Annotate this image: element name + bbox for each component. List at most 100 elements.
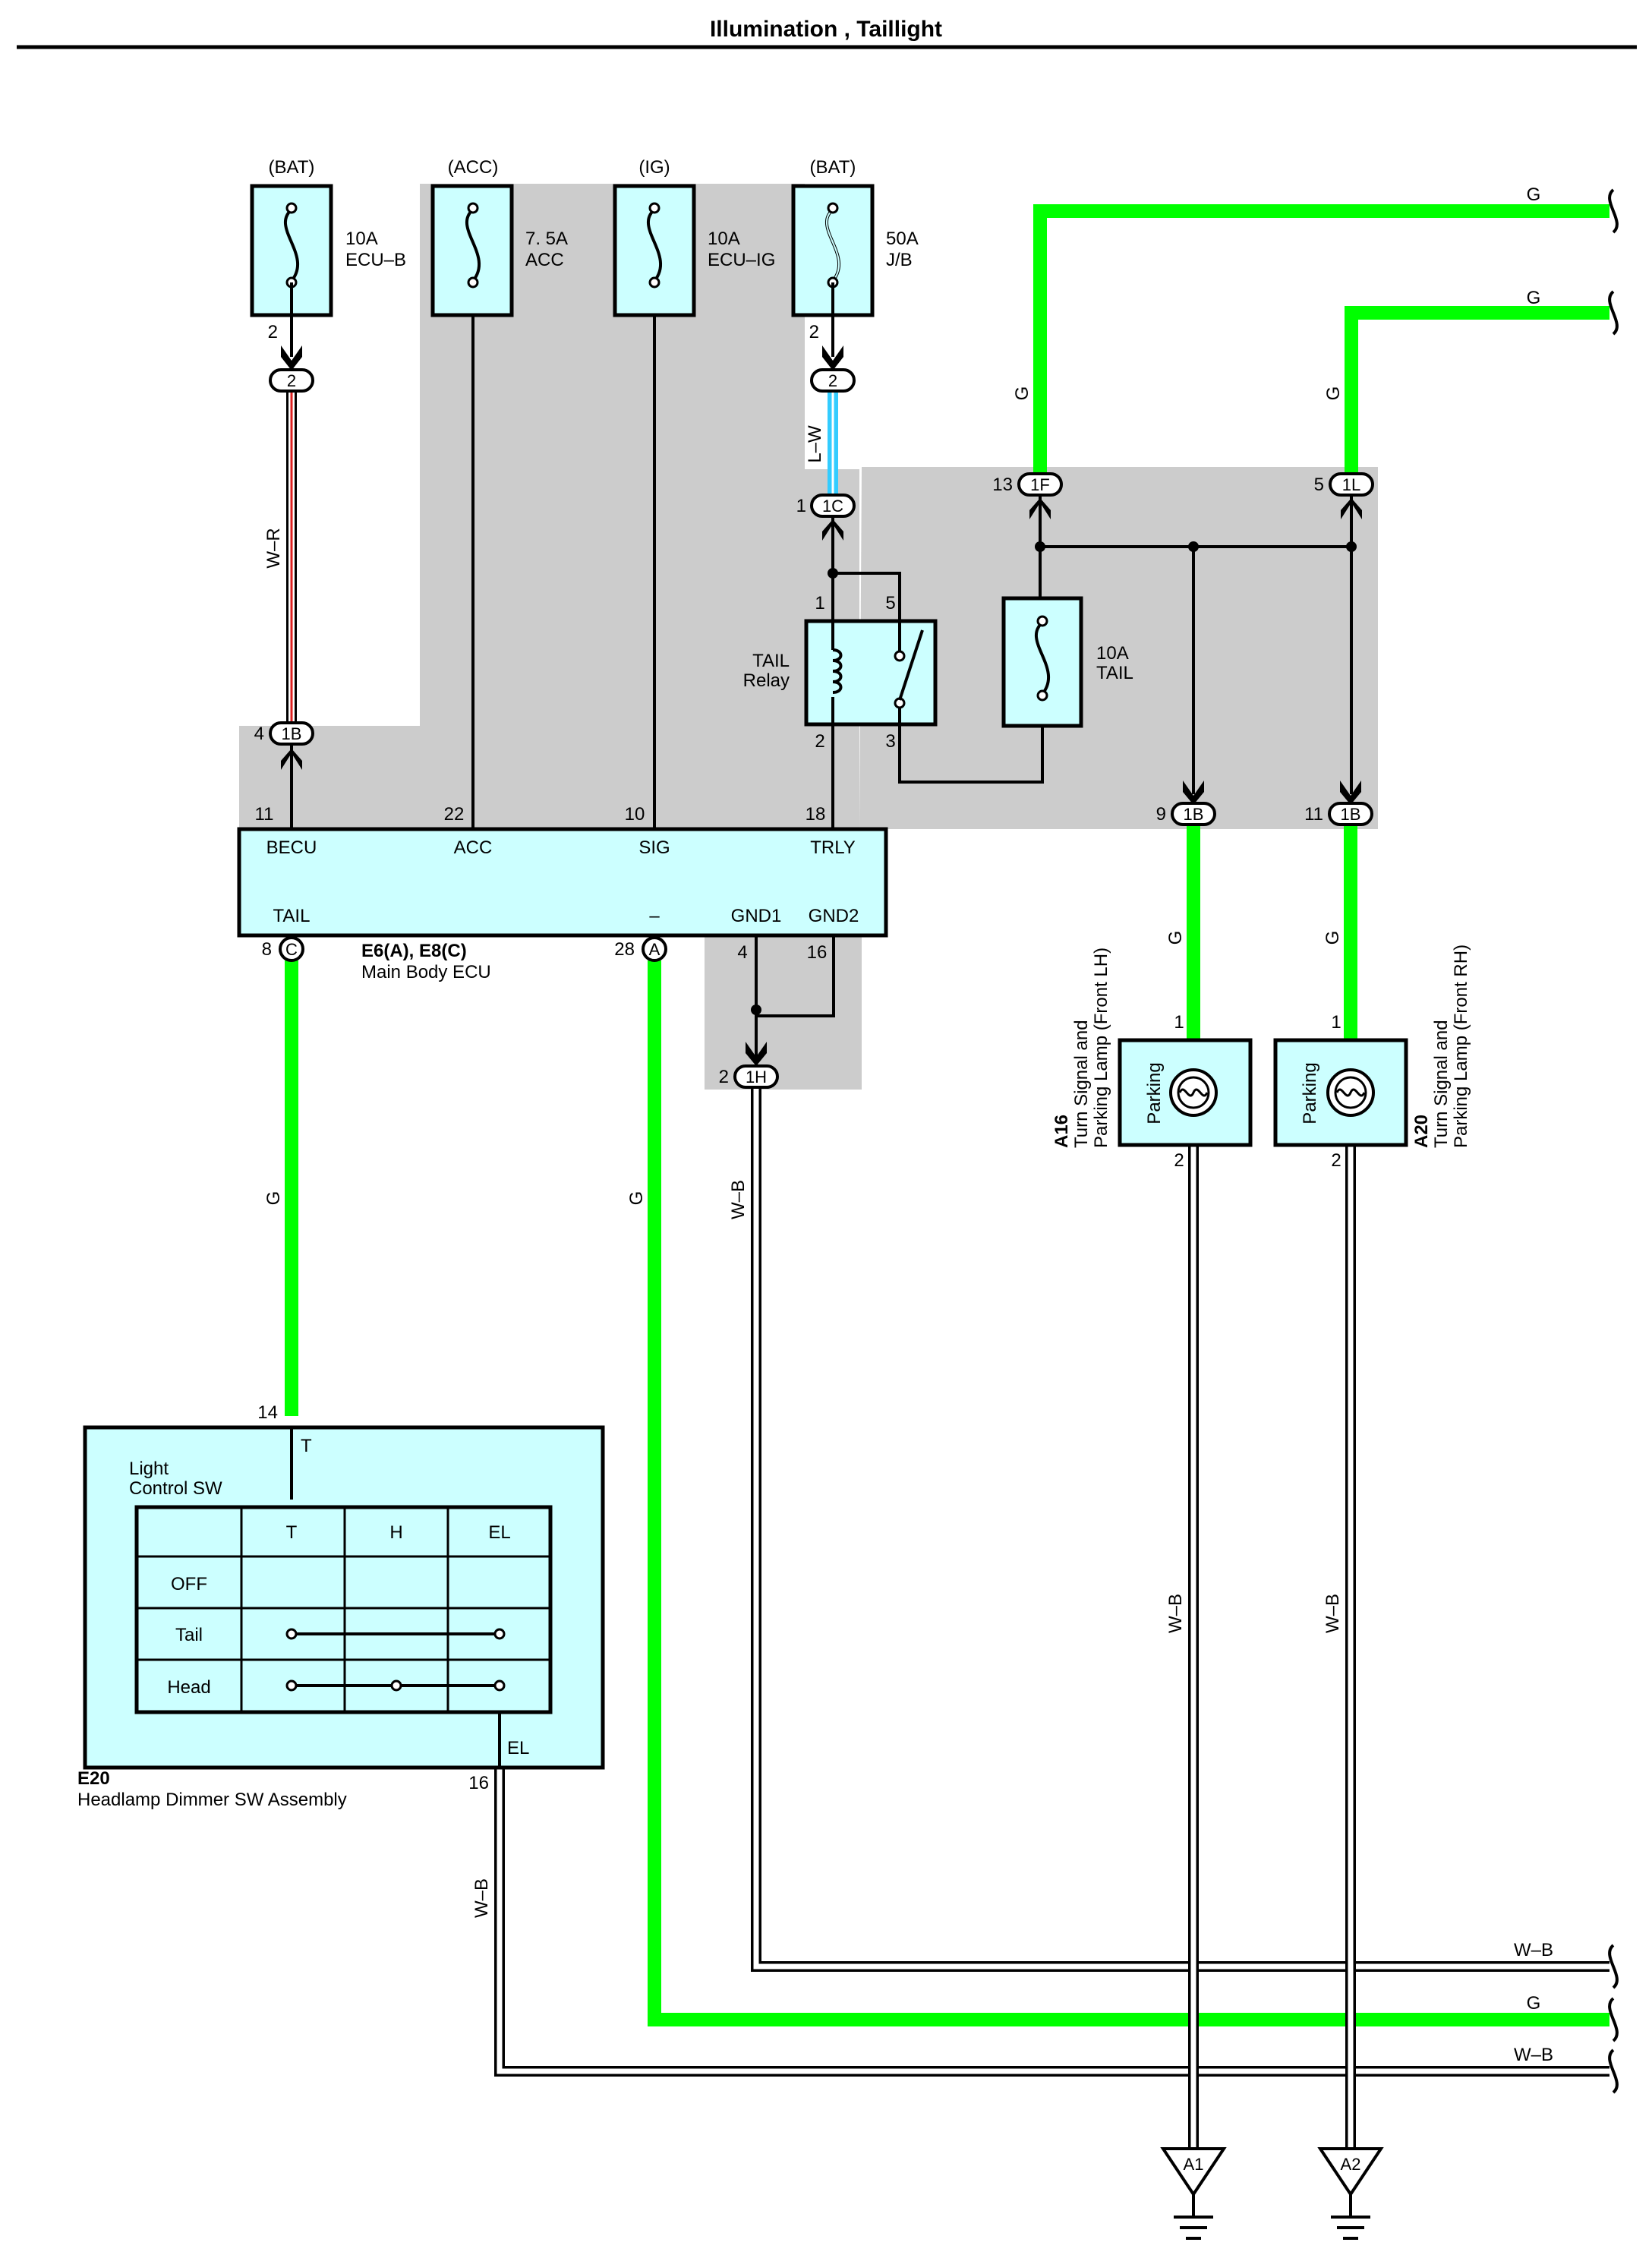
fuse-acc: (ACC) 7. 5A ACC bbox=[430, 157, 568, 317]
svg-text:W–B: W–B bbox=[1514, 1940, 1553, 1960]
fuse-pin: 2 bbox=[268, 322, 278, 342]
svg-text:A: A bbox=[649, 940, 660, 959]
continuation-marks bbox=[1608, 188, 1619, 2094]
svg-text:W–B: W–B bbox=[1323, 1594, 1343, 1633]
svg-text:18: 18 bbox=[806, 804, 826, 825]
svg-text:G: G bbox=[1323, 386, 1344, 401]
svg-text:W–R: W–R bbox=[263, 528, 284, 568]
svg-text:1: 1 bbox=[1331, 1012, 1341, 1033]
svg-text:2: 2 bbox=[828, 371, 837, 390]
lamp-label: Parking bbox=[1144, 1062, 1165, 1124]
connector-a: A 28 bbox=[614, 936, 667, 962]
fuse-rating: 50A bbox=[886, 229, 919, 249]
svg-text:G: G bbox=[1165, 931, 1186, 945]
ground-a2: A2 bbox=[1317, 2147, 1384, 2240]
svg-text:2: 2 bbox=[1331, 1150, 1341, 1171]
svg-text:GND2: GND2 bbox=[809, 906, 859, 926]
svg-text:1C: 1C bbox=[822, 497, 843, 516]
svg-text:G: G bbox=[1527, 184, 1541, 205]
lamp-label: Parking bbox=[1300, 1062, 1320, 1124]
fuse-name: ACC bbox=[525, 250, 564, 270]
relay-name: Relay bbox=[743, 670, 790, 691]
fuse-pin: 2 bbox=[809, 322, 819, 342]
fuse-source: (BAT) bbox=[810, 157, 856, 178]
fuse-rating: 7. 5A bbox=[525, 229, 568, 249]
connector-1b-lh: 1B 9 bbox=[1156, 781, 1216, 826]
svg-text:–: – bbox=[649, 906, 660, 926]
connector-1l: 1L 5 bbox=[1314, 472, 1374, 519]
svg-text:1F: 1F bbox=[1030, 475, 1050, 494]
lamp-name: Turn Signal and bbox=[1431, 1020, 1452, 1148]
svg-text:5: 5 bbox=[1314, 475, 1324, 495]
fuse-name: ECU–IG bbox=[708, 250, 775, 270]
connector-1c: 1C 1 bbox=[796, 494, 856, 541]
connector-1f: 1F 13 bbox=[992, 472, 1063, 519]
fuse-ecu-ig: (IG) 10A ECU–IG bbox=[613, 157, 775, 317]
svg-text:13: 13 bbox=[992, 475, 1013, 495]
ecu-code: E6(A), E8(C) bbox=[361, 941, 467, 961]
svg-text:G: G bbox=[263, 1191, 284, 1206]
fuse-name: TAIL bbox=[1096, 663, 1133, 683]
svg-text:10: 10 bbox=[625, 804, 645, 825]
lamp-front-rh: Parking 1 2 A20 Turn Signal and Parking … bbox=[1273, 945, 1471, 1171]
svg-text:4: 4 bbox=[254, 724, 264, 744]
svg-text:TRLY: TRLY bbox=[810, 837, 856, 858]
fuse-rating: 10A bbox=[708, 229, 740, 249]
svg-text:Control SW: Control SW bbox=[129, 1478, 222, 1499]
lamp-name: Parking Lamp (Front LH) bbox=[1091, 948, 1111, 1148]
green-wires bbox=[285, 204, 1609, 2026]
fuse-name: J/B bbox=[886, 250, 913, 270]
svg-text:16: 16 bbox=[468, 1773, 489, 1793]
svg-text:W–B: W–B bbox=[471, 1878, 492, 1918]
wire-labels: W–R L–W G G G G G G G G W–B W–B W–B W–B … bbox=[263, 184, 1553, 2065]
svg-text:1B: 1B bbox=[282, 724, 302, 743]
svg-text:1: 1 bbox=[815, 593, 824, 613]
svg-text:Head: Head bbox=[167, 1677, 210, 1698]
connector-2-left: 2 bbox=[269, 345, 314, 393]
svg-text:TAIL: TAIL bbox=[273, 906, 311, 926]
svg-text:2: 2 bbox=[1174, 1150, 1184, 1171]
svg-text:14: 14 bbox=[257, 1402, 278, 1423]
svg-text:28: 28 bbox=[614, 939, 635, 960]
connector-1b-ecu: 1B 4 bbox=[254, 721, 314, 770]
svg-text:EL: EL bbox=[488, 1522, 510, 1543]
fuse-name: ECU–B bbox=[345, 250, 406, 270]
svg-text:A2: A2 bbox=[1341, 2155, 1361, 2174]
svg-text:SIG: SIG bbox=[638, 837, 670, 858]
fuse-tail: 10A TAIL bbox=[1001, 596, 1133, 728]
main-body-ecu: 11 22 10 18 BECU ACC SIG TRLY TAIL – GND… bbox=[237, 804, 888, 982]
lamp-front-lh: Parking 1 2 A16 Turn Signal and Parking … bbox=[1051, 948, 1253, 1171]
svg-text:G: G bbox=[626, 1191, 647, 1206]
ecu-name: Main Body ECU bbox=[361, 962, 491, 982]
fuse-source: (IG) bbox=[638, 157, 670, 178]
connector-2-right: 2 bbox=[810, 345, 856, 393]
svg-text:Tail: Tail bbox=[175, 1625, 203, 1645]
svg-text:BECU: BECU bbox=[266, 837, 317, 858]
svg-text:OFF: OFF bbox=[171, 1574, 207, 1594]
svg-text:ACC: ACC bbox=[454, 837, 493, 858]
lamp-code: A16 bbox=[1051, 1115, 1072, 1148]
connector-1h: 1H 2 bbox=[719, 1042, 779, 1089]
svg-text:16: 16 bbox=[807, 942, 828, 963]
svg-text:T: T bbox=[301, 1436, 312, 1456]
switch-name: Headlamp Dimmer SW Assembly bbox=[77, 1790, 347, 1810]
svg-text:Light: Light bbox=[129, 1459, 169, 1479]
svg-text:H: H bbox=[389, 1522, 402, 1543]
svg-text:1H: 1H bbox=[746, 1068, 767, 1086]
svg-text:5: 5 bbox=[885, 593, 895, 613]
svg-text:11: 11 bbox=[255, 804, 274, 825]
svg-text:W–B: W–B bbox=[728, 1180, 749, 1219]
svg-text:W–B: W–B bbox=[1514, 2045, 1553, 2065]
svg-text:2: 2 bbox=[719, 1067, 729, 1087]
svg-text:G: G bbox=[1527, 288, 1541, 308]
svg-text:4: 4 bbox=[737, 942, 747, 963]
svg-text:A1: A1 bbox=[1184, 2155, 1204, 2174]
svg-text:L–W: L–W bbox=[805, 425, 825, 463]
connector-1b-rh: 1B 11 bbox=[1304, 781, 1373, 826]
svg-text:G: G bbox=[1012, 386, 1032, 401]
page-title: Illumination , Taillight bbox=[710, 17, 942, 42]
lamp-name: Turn Signal and bbox=[1071, 1020, 1092, 1148]
wire-w-b-group bbox=[494, 1087, 1609, 2156]
svg-text:22: 22 bbox=[444, 804, 465, 825]
